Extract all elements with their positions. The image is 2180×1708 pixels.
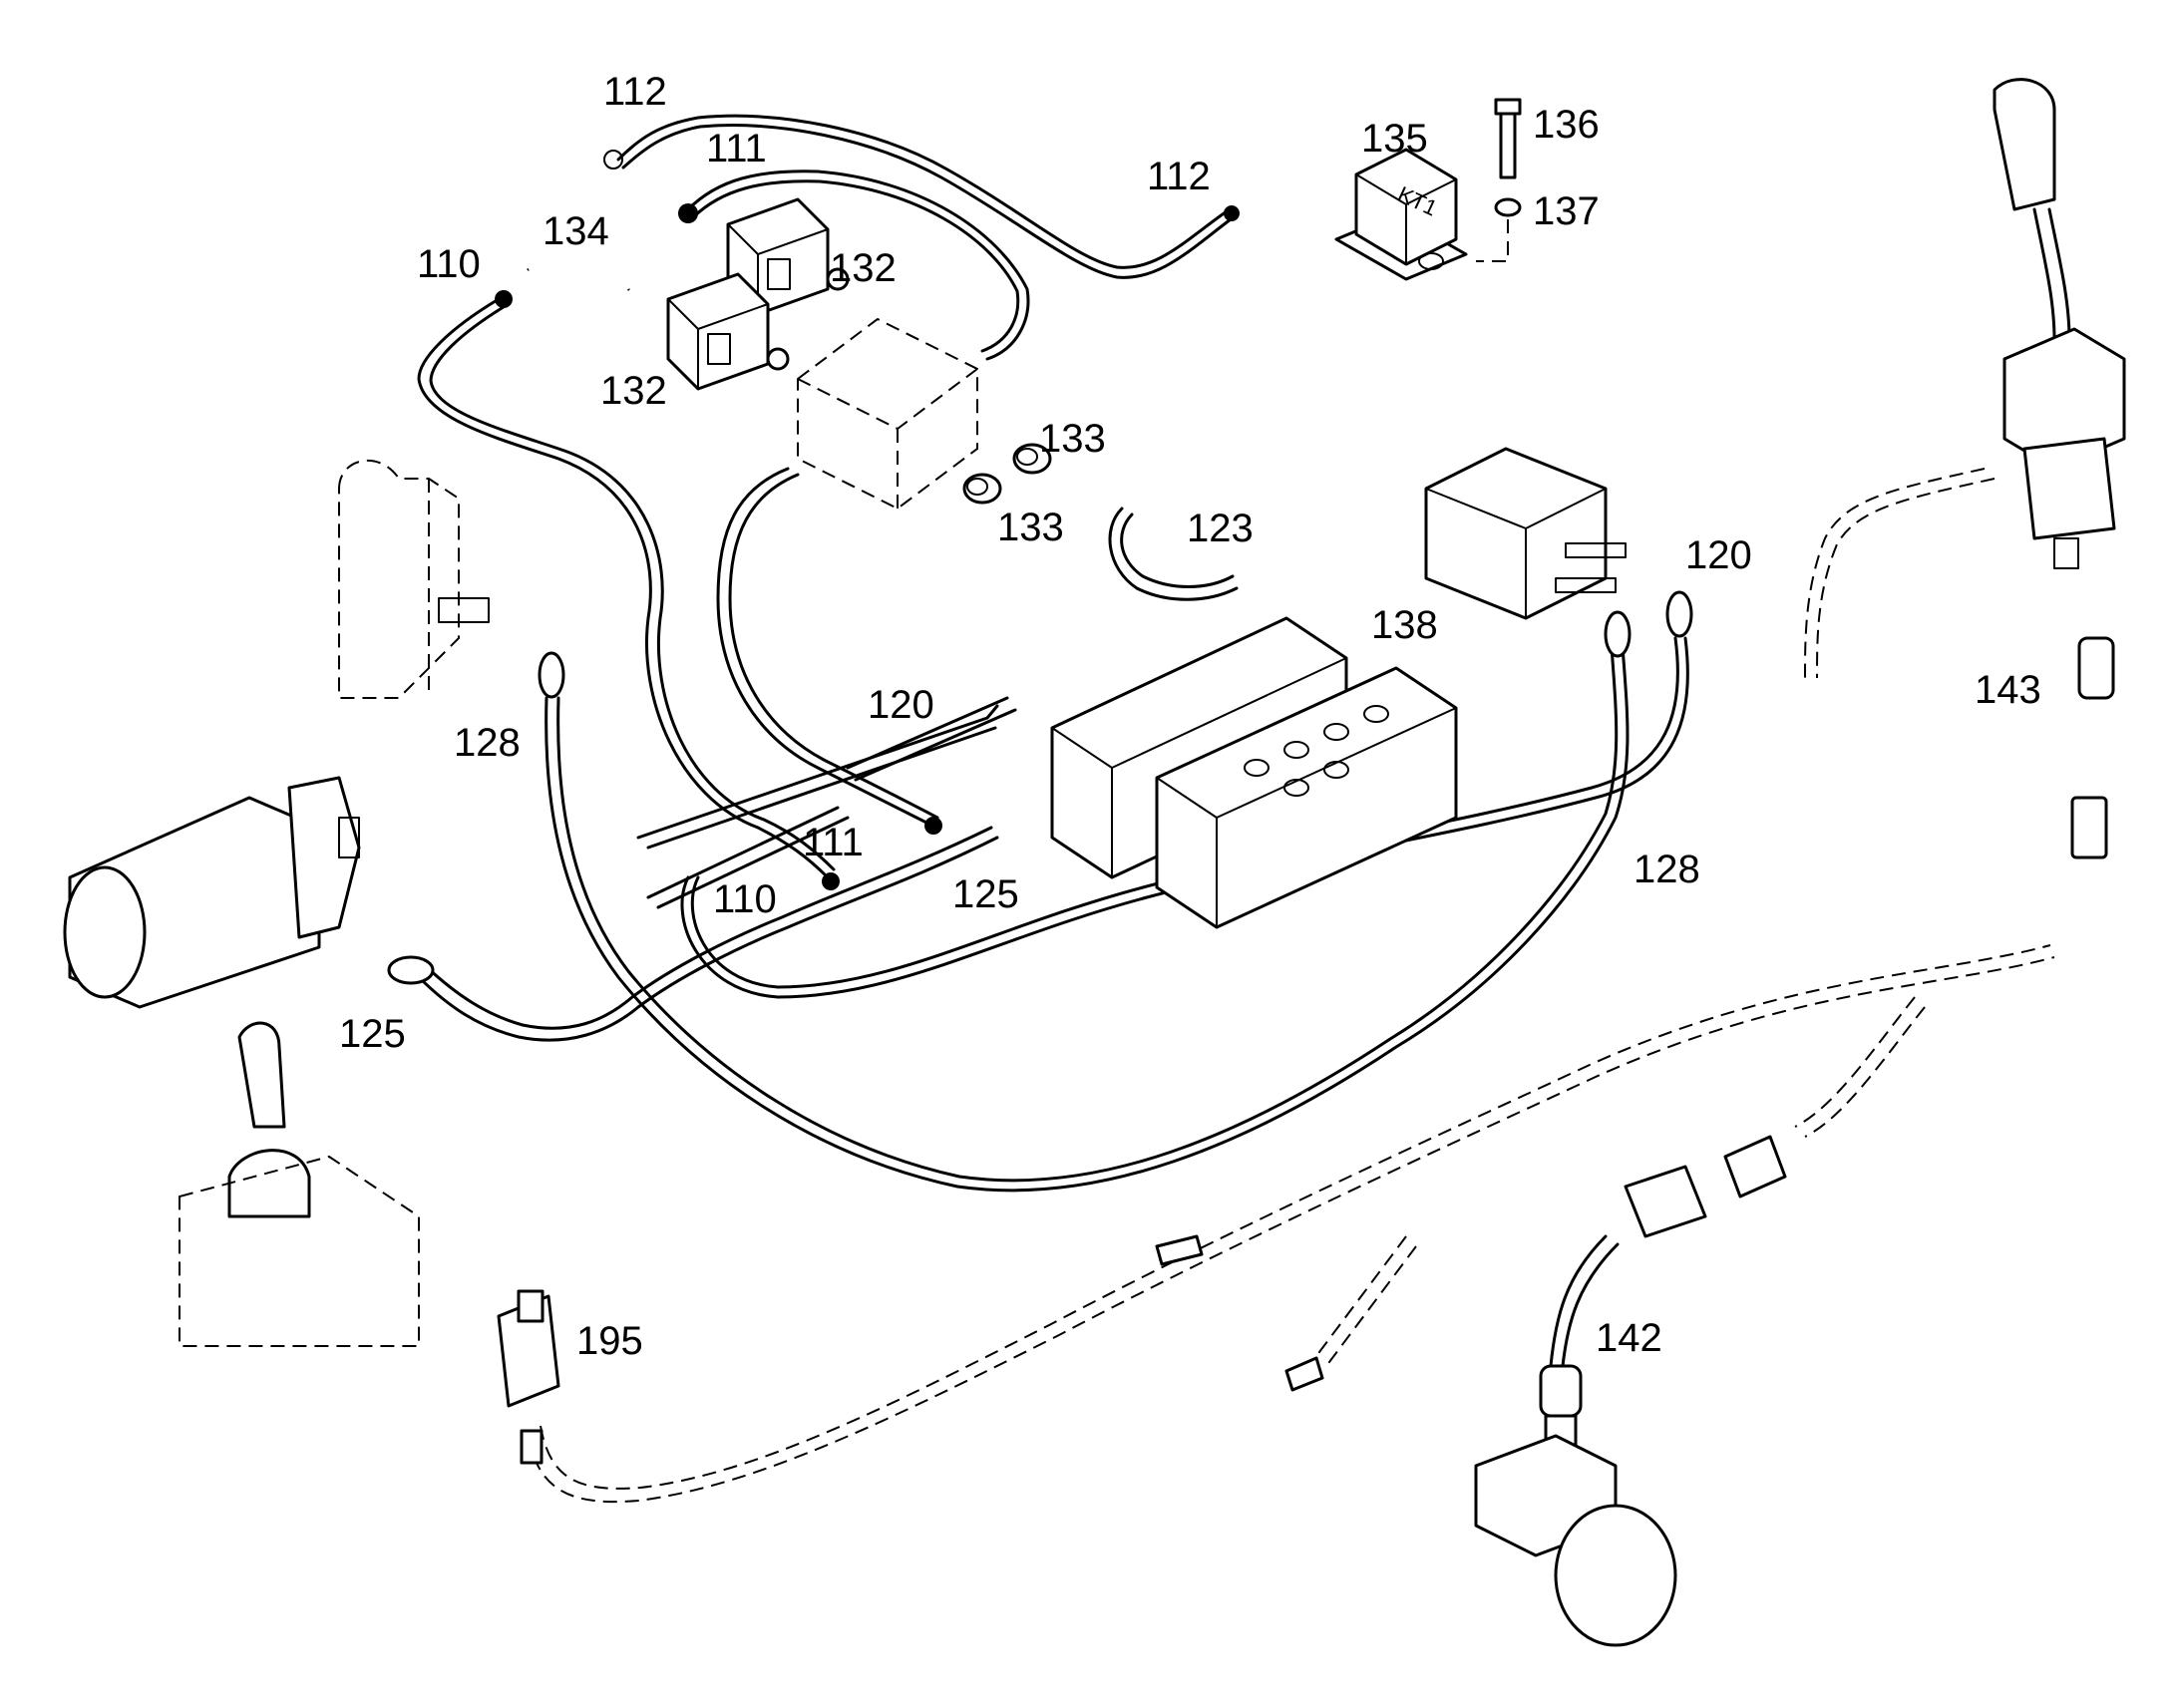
sensor-142 [1474, 1165, 1707, 1647]
label-133: 133 [1039, 417, 1106, 461]
label-132: 132 [600, 369, 667, 413]
pump-upper-right [1424, 447, 1627, 620]
label-120: 120 [1685, 533, 1752, 577]
hose-134 [522, 243, 638, 297]
harness-right [1804, 468, 1996, 679]
cable-128-left [538, 610, 1632, 1193]
grommet-133-b [962, 473, 1002, 505]
label-125: 125 [339, 1012, 406, 1056]
label-120: 120 [868, 683, 934, 727]
label-110: 110 [417, 242, 481, 286]
bracket-box [797, 317, 978, 511]
label-133: 133 [997, 506, 1064, 549]
pressure-switch-195 [497, 1289, 560, 1465]
cable-128-right [680, 590, 1693, 999]
cable-125 [387, 806, 999, 1042]
harness-lower [528, 944, 2055, 1504]
label-123: 123 [1187, 507, 1254, 550]
cable-120-battery-link [636, 696, 1017, 850]
label-142: 142 [1596, 1316, 1662, 1360]
label-110: 110 [713, 877, 777, 921]
label-138: 138 [1371, 603, 1438, 647]
cable-111-upper [678, 170, 1030, 361]
label-112: 112 [1147, 155, 1211, 198]
relay-135: KT1 [1334, 148, 1468, 281]
connectors-harness [1155, 1135, 1787, 1392]
label-111: 111 [803, 821, 864, 864]
grommet-133-a [1012, 443, 1052, 475]
cable-110-long [417, 290, 840, 890]
label-132: 132 [830, 246, 897, 290]
label-195: 195 [576, 1319, 643, 1363]
label-112: 112 [603, 70, 667, 114]
part-labels: 112 111 134 110 132 132 112 135 136 137 … [339, 70, 2041, 1363]
breaker-132-upper [726, 197, 850, 316]
frame-bracket [338, 460, 490, 699]
washer-137 [1476, 197, 1522, 262]
ignition-switch [179, 1021, 420, 1347]
label-134: 134 [543, 209, 609, 253]
label-137: 137 [1533, 189, 1600, 233]
label-136: 136 [1533, 103, 1600, 147]
bolt-136 [1494, 98, 1522, 179]
label-135: 135 [1361, 117, 1428, 161]
label-125: 125 [952, 872, 1019, 916]
cable-123 [1108, 507, 1239, 601]
label-143: 143 [1975, 668, 2041, 712]
battery-138-front [1155, 666, 1458, 929]
battery-caps [1244, 705, 1389, 797]
breaker-132-lower [666, 272, 790, 391]
joystick-143 [1993, 78, 2126, 859]
starter-motor [63, 776, 361, 1009]
cable-111-lower [716, 467, 942, 835]
cable-112 [603, 114, 1240, 279]
label-111: 111 [706, 127, 767, 171]
label-128: 128 [1634, 848, 1700, 891]
label-128: 128 [454, 721, 521, 765]
